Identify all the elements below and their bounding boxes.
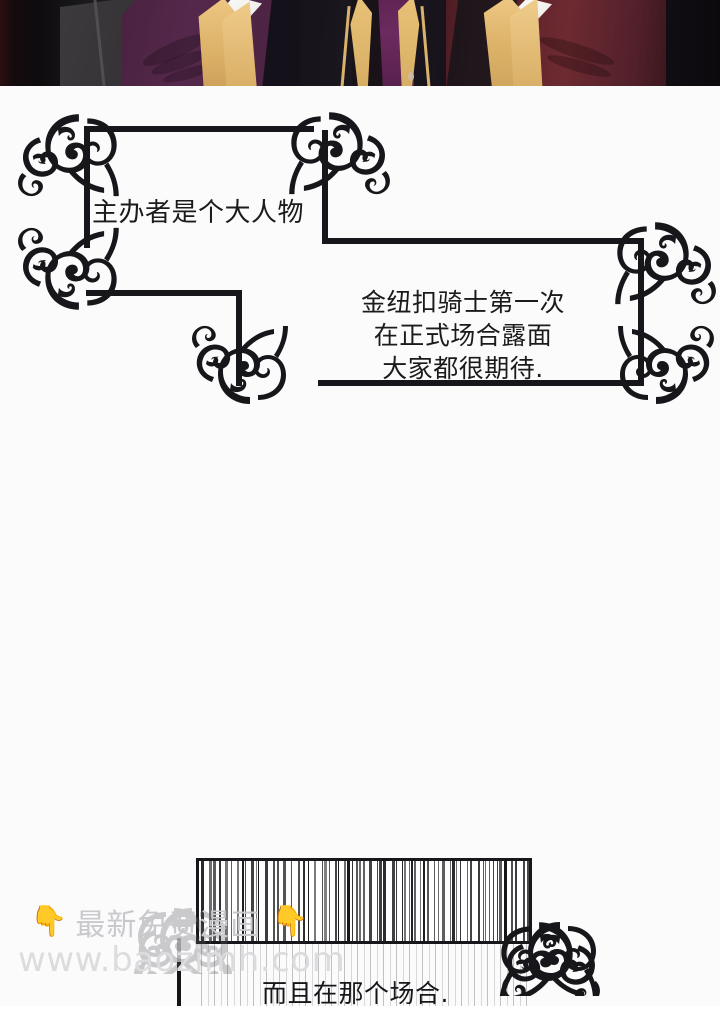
barcode-bar (427, 861, 429, 941)
barcode-bar (356, 861, 358, 941)
gold-lapel-right-inner (510, 0, 543, 86)
pointing-down-hand-icon: 👇 (30, 904, 68, 939)
barcode-bar (322, 861, 323, 941)
barcode-bar (298, 861, 300, 941)
barcode-bar (402, 861, 403, 941)
barcode-bar (329, 861, 330, 941)
filigree-corner-right-upper (615, 222, 716, 305)
filigree-corner-bottom-right (618, 325, 714, 404)
barcode-bar (423, 861, 425, 941)
barcode-bar (201, 861, 204, 941)
barcode-bar (335, 861, 337, 941)
barcode-bar (489, 861, 490, 941)
barcode-bar (251, 861, 254, 941)
barcode-bar (213, 861, 216, 941)
barcode-bar (485, 861, 486, 941)
barcode-bar (324, 861, 327, 941)
barcode-bar (242, 861, 244, 941)
barcode-bar (338, 861, 339, 941)
barcode-bar (273, 861, 275, 941)
barcode-bar (363, 861, 365, 941)
barcode-bar (219, 861, 221, 941)
barcode-bar (452, 861, 455, 941)
barcode-bar (237, 861, 239, 941)
barcode-bar (450, 861, 451, 941)
barcode-bar (438, 861, 439, 941)
barcode-bar (352, 861, 353, 941)
barcode-bar (256, 861, 257, 941)
barcode-bar (283, 861, 286, 941)
barcode-bar (303, 861, 305, 941)
barcode-bar (245, 861, 246, 941)
comic-panel-top (0, 0, 720, 86)
bubble-line-1: 主办者是个大人物 (92, 198, 305, 228)
barcode-bar (231, 861, 232, 941)
barcode-bar (265, 861, 268, 941)
barcode-bar (442, 861, 445, 941)
bubble-frame-svg (18, 112, 716, 404)
ornament-stem-light (177, 938, 181, 964)
barcode-bar (404, 861, 406, 941)
barcode-bars (199, 861, 529, 941)
bubble-line-2: 金纽扣骑士第一次 在正式场合露面 大家都很期待. (360, 288, 565, 383)
barcode-bar (434, 861, 435, 941)
barcode-bar (377, 861, 378, 941)
filigree-corner-left-step (18, 227, 119, 310)
barcode-panel (196, 858, 532, 944)
coat-button (408, 72, 414, 81)
barcode-bar (396, 861, 397, 941)
barcode-bar (483, 861, 484, 941)
bottom-caption: 而且在那个场合. (262, 979, 449, 1008)
barcode-bar (379, 861, 382, 941)
ornate-speech-bubble (0, 86, 720, 466)
barcode-bar (511, 861, 513, 941)
barcode-bar (383, 861, 386, 941)
barcode-bar (291, 861, 292, 941)
filigree-ornament-bottom-right (486, 914, 606, 1005)
barcode-bar (209, 861, 212, 941)
barcode-bar (392, 861, 395, 941)
barcode-bar (467, 861, 468, 941)
barcode-bar (456, 861, 457, 941)
barcode-bar (225, 861, 228, 941)
barcode-bar (409, 861, 410, 941)
barcode-bar (497, 861, 498, 941)
barcode-bar (359, 861, 361, 941)
barcode-bar (277, 861, 279, 941)
barcode-bar (523, 861, 525, 941)
barcode-bar (344, 861, 346, 941)
bottom-stripe-fade (196, 944, 532, 1006)
barcode-bar (414, 861, 416, 941)
gold-lapel-center-right (398, 0, 420, 86)
filigree-corner-top-step (289, 112, 390, 195)
barcode-bar (411, 861, 413, 941)
gold-lapel-center-left (350, 0, 372, 86)
barcode-bar (527, 861, 529, 941)
barcode-bar (308, 861, 309, 941)
barcode-bar (369, 861, 372, 941)
filigree-corner-top-left (18, 114, 119, 197)
barcode-bar (493, 861, 494, 941)
barcode-bar (515, 861, 517, 941)
ornament-stem-dark (177, 962, 181, 1006)
barcode-bar (420, 861, 421, 941)
barcode-bar (499, 861, 502, 941)
filigree-ornament-faded (128, 902, 238, 987)
barcode-bar (258, 861, 259, 941)
barcode-bar (314, 861, 316, 941)
barcode-bar (478, 861, 480, 941)
barcode-bar (470, 861, 472, 941)
barcode-inner-box (347, 861, 507, 941)
barcode-bar (460, 861, 461, 941)
